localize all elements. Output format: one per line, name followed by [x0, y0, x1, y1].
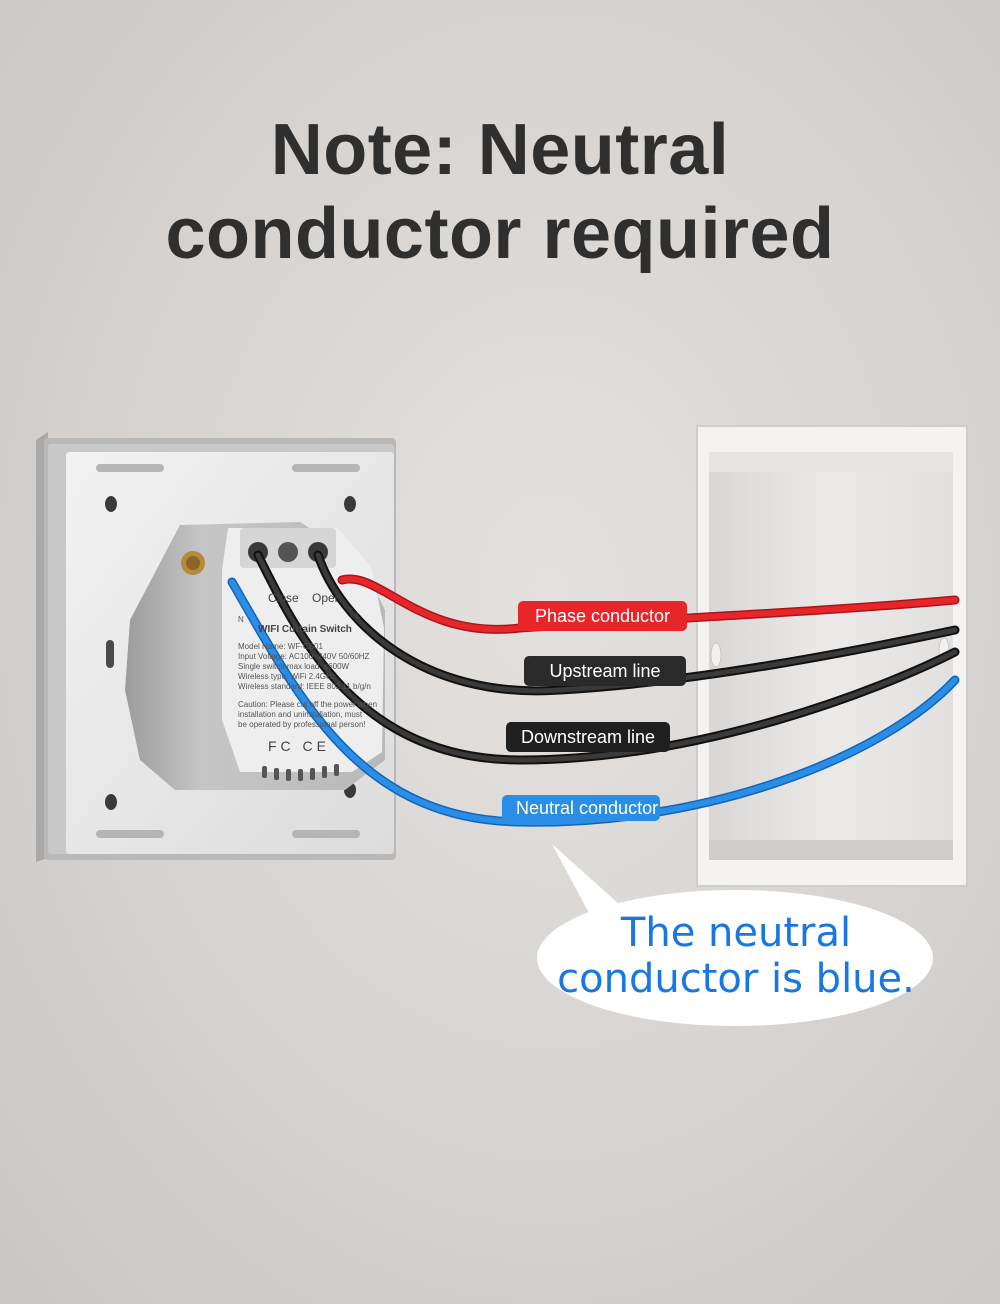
caution-line-3: be operated by professional person! [238, 720, 366, 729]
model-name: Model Name: WF-CS01 [238, 642, 323, 651]
phase-conductor-label: Phase conductor [518, 601, 687, 631]
wireless-type: Wireless type: WiFi 2.4GHz [238, 672, 336, 681]
max-load: Single switch max load: ≤600W [238, 662, 350, 671]
heading: Note: Neutral conductor required [0, 108, 1000, 276]
caution-line-1: Caution: Please cut off the power when [238, 700, 378, 709]
callout-bubble [537, 844, 933, 1026]
certification-marks: FC CE [268, 738, 330, 754]
wires [227, 550, 960, 827]
callout-text: The neutral conductor is blue. [540, 910, 932, 1002]
terminal-l-label: L [356, 611, 361, 620]
input-voltage: Input Voltage: AC100~240V 50/60HZ [238, 652, 370, 661]
terminal-open-label: Open [312, 591, 342, 605]
neutral-conductor-label: Neutral conductor [502, 795, 660, 821]
caution-line-2: installation and uninstallation, must [238, 710, 363, 719]
terminal-close-label: Close [268, 591, 299, 605]
product-name: WIFI Curtain Switch [258, 624, 352, 635]
upstream-line-label: Upstream line [524, 656, 686, 686]
terminal-n-label: N [238, 615, 244, 624]
downstream-line-label: Downstream line [506, 722, 670, 752]
callout-line-1: The neutral [620, 910, 852, 956]
callout-line-2: conductor is blue. [557, 956, 915, 1002]
heading-line-1: Note: Neutral [270, 110, 730, 190]
wireless-standard: Wireless standard: IEEE 802.11 b/g/n [238, 682, 371, 691]
heading-line-2: conductor required [165, 194, 835, 274]
